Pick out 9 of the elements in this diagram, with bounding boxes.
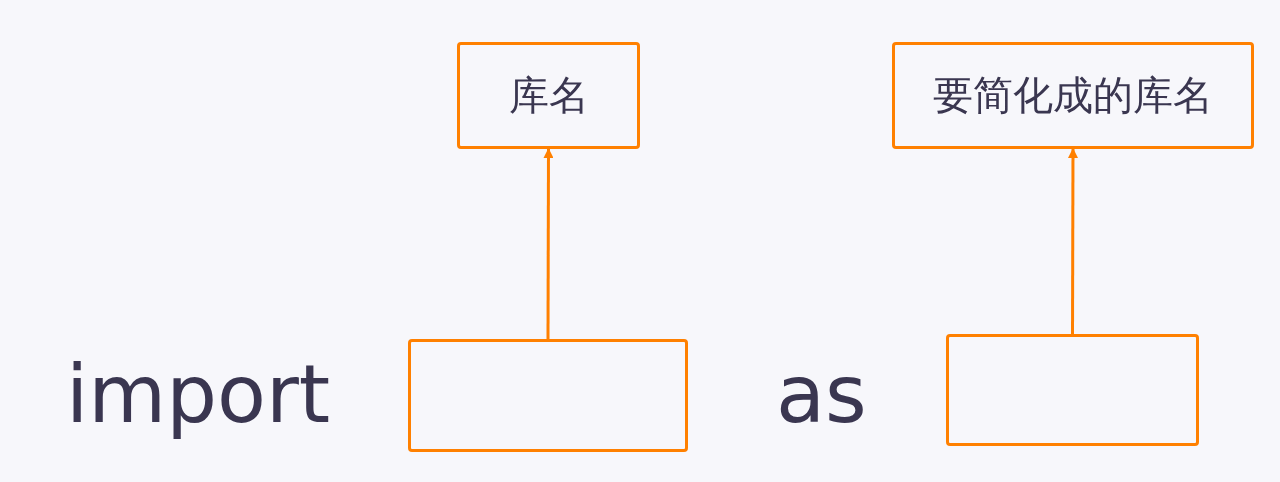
box-label: 库名 bbox=[508, 71, 589, 120]
code-keyword: as bbox=[776, 355, 867, 435]
box-label: 要简化成的库名 bbox=[933, 71, 1213, 120]
arrow bbox=[1068, 148, 1078, 334]
label-box bbox=[892, 42, 1254, 149]
empty-box bbox=[946, 334, 1199, 446]
arrow bbox=[543, 148, 554, 339]
label-box bbox=[457, 42, 640, 149]
empty-box bbox=[408, 339, 688, 452]
